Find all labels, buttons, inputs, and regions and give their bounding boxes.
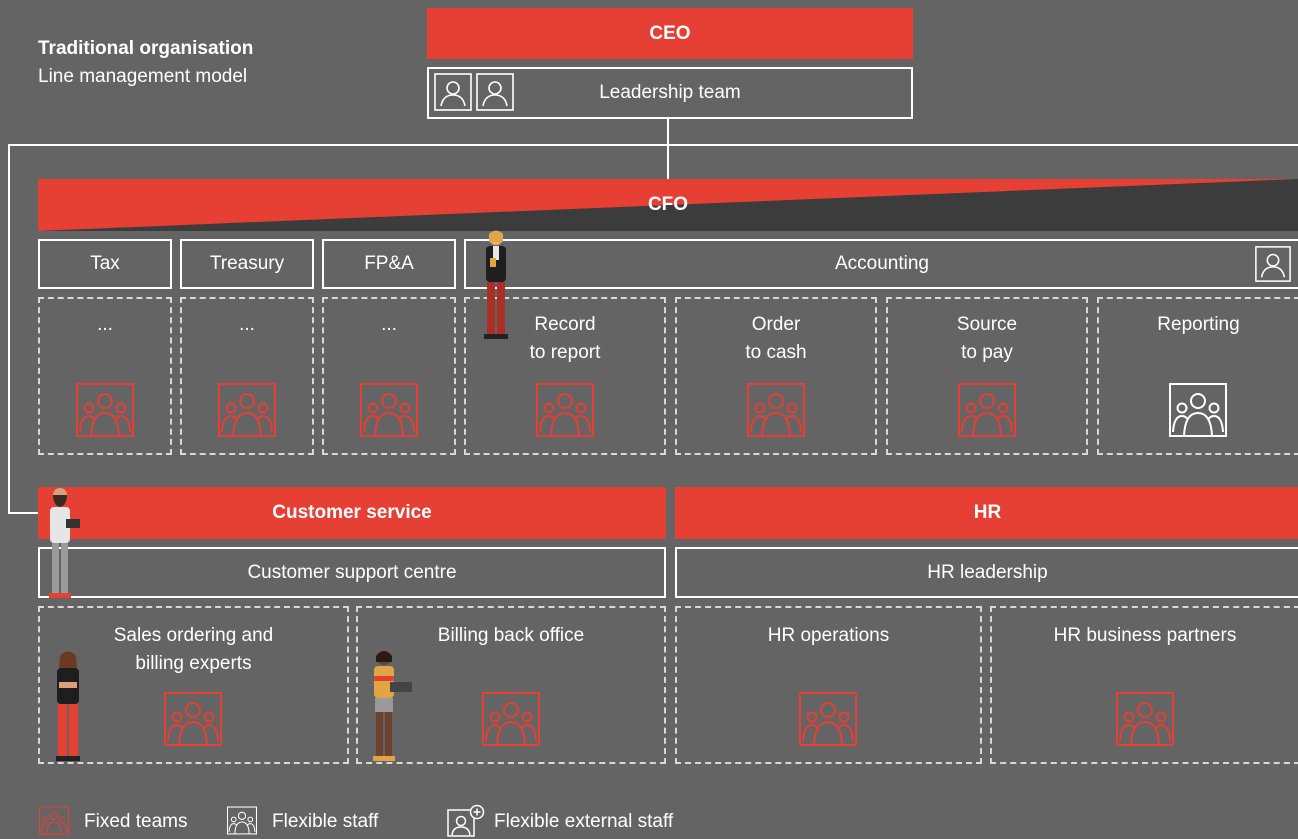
woman-arms-crossed-illustration <box>56 651 80 761</box>
team-label: Source to pay <box>956 314 1018 363</box>
team-label: Order to cash <box>745 314 807 363</box>
team-label: HR operations <box>767 625 890 646</box>
cfo-bar <box>38 179 1298 231</box>
function-fpa-label: FP&A <box>364 253 414 274</box>
team-treasury: ... <box>180 297 314 455</box>
team-label: Record to report <box>529 314 601 363</box>
team-group-icon <box>218 383 276 437</box>
team-hr-business-partners: HR business partners <box>990 606 1298 764</box>
connector-horizontal <box>8 144 1298 146</box>
team-label: Reporting <box>1157 314 1240 335</box>
function-accounting: Accounting <box>464 239 1298 289</box>
function-fpa: FP&A <box>322 239 456 289</box>
fixed-teams-legend-icon <box>39 806 69 835</box>
team-group-icon <box>747 383 805 437</box>
team-label: ... <box>97 314 113 335</box>
team-billing-back-office: Billing back office <box>356 606 666 764</box>
diagram-subtitle: Line management model <box>38 66 248 87</box>
team-hr-operations: HR operations <box>675 606 982 764</box>
leadership-person-icon-1 <box>434 73 472 111</box>
man-with-tablet-illustration <box>49 488 80 598</box>
team-tax: ... <box>38 297 172 455</box>
fixed-teams-legend-label: Fixed teams <box>84 811 188 832</box>
team-label: HR business partners <box>1053 625 1237 646</box>
hr-leadership-box: HR leadership <box>675 547 1298 598</box>
team-group-icon <box>1116 692 1174 746</box>
team-source-to-pay: Source to pay <box>886 297 1088 455</box>
connector-ceo-cfo <box>667 118 669 180</box>
team-group-icon <box>164 692 222 746</box>
flexible-staff-legend-label: Flexible staff <box>272 811 379 832</box>
team-label: Billing back office <box>437 625 585 646</box>
diagram-title: Traditional organisation <box>38 38 254 59</box>
team-group-icon <box>799 692 857 746</box>
connector-left-vertical <box>8 144 10 514</box>
cfo-label: CFO <box>647 194 689 215</box>
customer-support-centre-box: Customer support centre <box>38 547 666 598</box>
flexible-team-icon <box>1169 383 1227 437</box>
customer-service-bar: Customer service <box>38 487 666 539</box>
leadership-team-label: Leadership team <box>599 82 741 103</box>
team-group-icon <box>360 383 418 437</box>
leadership-team-box: Leadership team <box>427 67 913 119</box>
woman-standing-illustration <box>484 230 508 339</box>
connector-left-to-cs <box>8 512 40 514</box>
customer-support-centre-label: Customer support centre <box>247 561 457 583</box>
flexible-external-staff-legend-label: Flexible external staff <box>494 811 674 832</box>
function-treasury: Treasury <box>180 239 314 289</box>
team-group-icon <box>76 383 134 437</box>
team-order-to-cash: Order to cash <box>675 297 877 455</box>
team-group-icon <box>482 692 540 746</box>
woman-with-laptop-illustration <box>373 651 412 761</box>
team-sales-ordering: Sales ordering and billing experts <box>38 606 349 764</box>
flexible-external-staff-legend-icon <box>447 804 485 837</box>
accounting-person-icon <box>1255 246 1291 282</box>
team-record-to-report: Record to report <box>464 297 666 455</box>
flexible-staff-legend-icon <box>227 806 257 835</box>
team-reporting: Reporting <box>1097 297 1298 455</box>
ceo-bar: CEO <box>427 8 913 59</box>
function-tax-label: Tax <box>90 253 120 274</box>
team-label: ... <box>381 314 397 335</box>
team-group-icon <box>958 383 1016 437</box>
team-label: ... <box>239 314 255 335</box>
team-label: Sales ordering and billing experts <box>113 625 274 674</box>
hr-leadership-label: HR leadership <box>927 561 1048 583</box>
team-group-icon <box>536 383 594 437</box>
team-fpa: ... <box>322 297 456 455</box>
function-treasury-label: Treasury <box>209 253 285 274</box>
hr-bar: HR <box>675 487 1298 539</box>
function-accounting-label: Accounting <box>834 253 929 274</box>
function-tax: Tax <box>38 239 172 289</box>
leadership-person-icon-2 <box>476 73 514 111</box>
